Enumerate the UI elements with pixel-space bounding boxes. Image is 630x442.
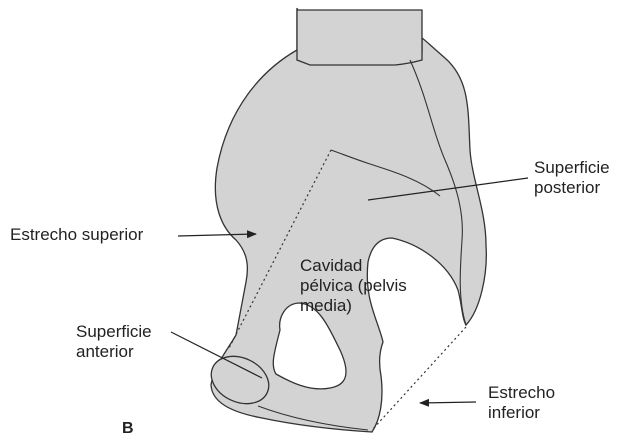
estrecho-inferior-arrow [420,402,476,403]
pelvic-outlet-plane [372,327,466,430]
label-superficie-anterior: Superficie anterior [76,322,152,362]
label-cavidad-pelvica-line2: pélvica (pelvis [300,276,407,296]
label-estrecho-superior: Estrecho superior [10,225,143,245]
label-superficie-anterior-line2: anterior [76,342,152,362]
panel-letter: B [122,420,134,438]
label-superficie-posterior-line1: Superficie [534,158,610,178]
sacrum-shape [297,10,422,65]
label-estrecho-inferior-line1: Estrecho [488,383,555,403]
label-superficie-posterior-line2: posterior [534,178,610,198]
label-cavidad-pelvica: Cavidad pélvica (pelvis media) [300,256,407,316]
label-estrecho-inferior-line2: inferior [488,403,555,423]
label-superficie-anterior-line1: Superficie [76,322,152,342]
label-estrecho-inferior: Estrecho inferior [488,383,555,423]
label-superficie-posterior: Superficie posterior [534,158,610,198]
label-cavidad-pelvica-line3: media) [300,296,407,316]
label-cavidad-pelvica-line1: Cavidad [300,256,407,276]
